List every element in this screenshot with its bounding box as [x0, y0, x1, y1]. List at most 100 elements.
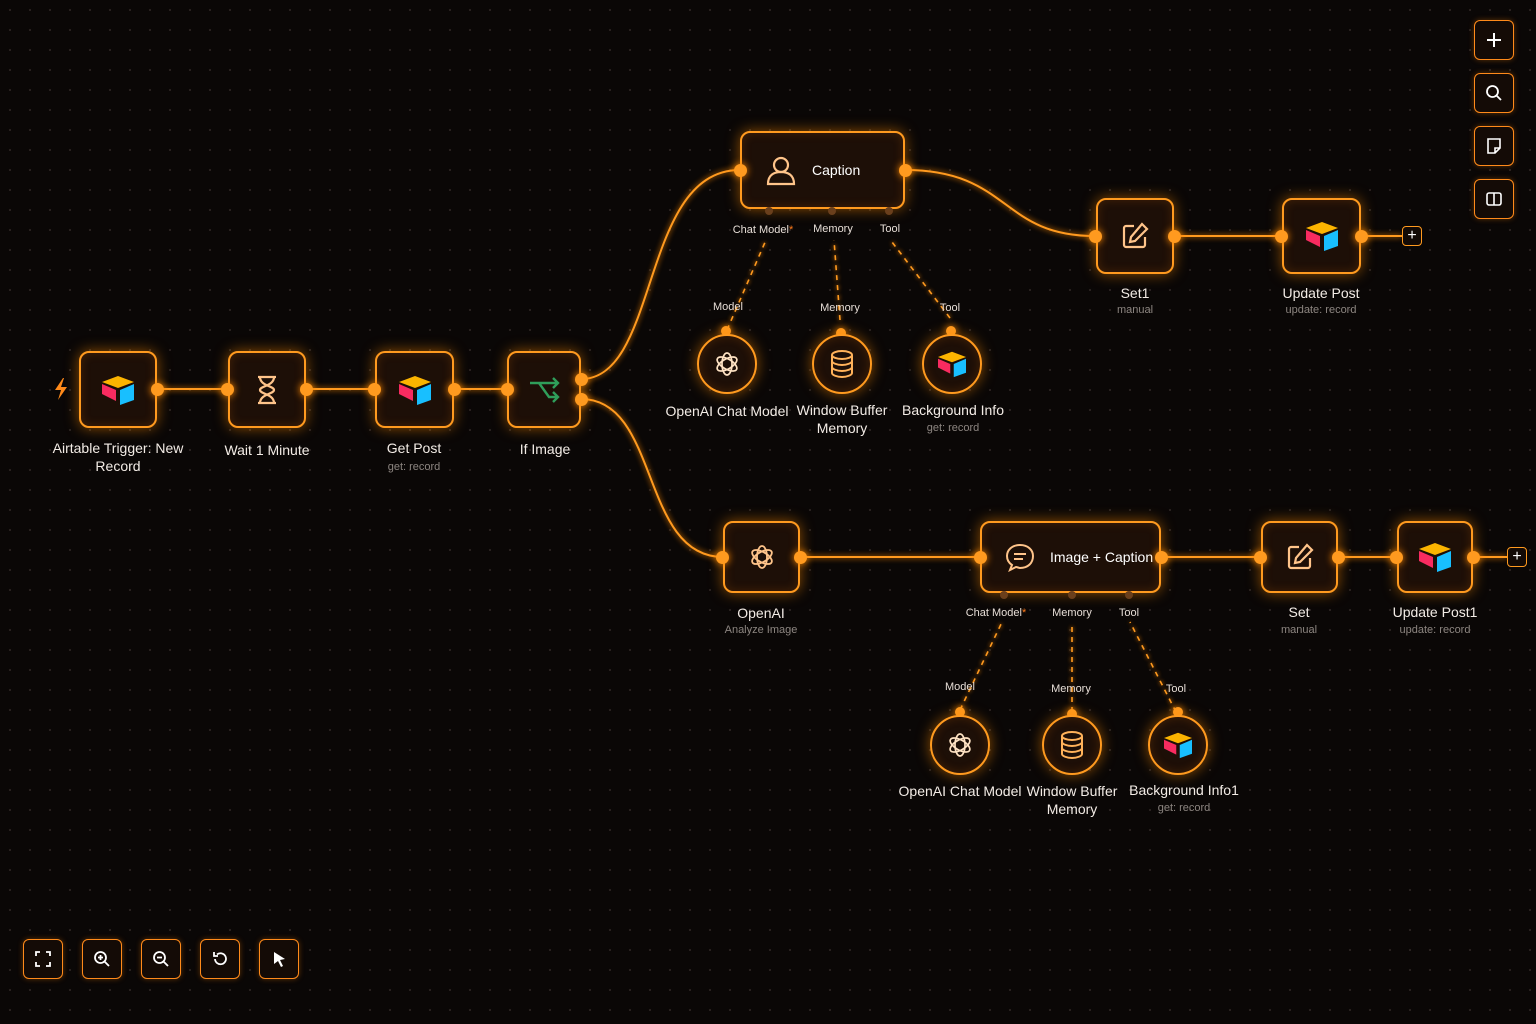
panel-toggle-button[interactable] [1474, 179, 1514, 219]
airtable-icon [938, 351, 966, 378]
get-post-node[interactable] [375, 351, 454, 428]
memory-handle[interactable] [828, 207, 836, 215]
port-label: Tool [939, 302, 961, 314]
sticky-note-button[interactable] [1474, 126, 1514, 166]
add-node-after-button[interactable]: + [1402, 226, 1422, 246]
update-post1-node[interactable] [1397, 521, 1473, 593]
node-sublabel: update: record [1285, 304, 1357, 316]
search-button[interactable] [1474, 73, 1514, 113]
chat-model-handle-label: Chat Model* [732, 224, 794, 236]
sub-port[interactable] [1067, 709, 1077, 719]
node-label: Set [1288, 604, 1310, 620]
zoom-in-button[interactable] [82, 939, 122, 979]
background-info-node[interactable] [922, 334, 982, 394]
node-sublabel: get: record [387, 461, 441, 473]
agent-icon [766, 156, 796, 186]
output-port[interactable] [448, 383, 461, 396]
airtable-icon [102, 375, 134, 405]
sub-port[interactable] [721, 326, 731, 336]
sub-port[interactable] [955, 707, 965, 717]
set1-node[interactable] [1096, 198, 1174, 274]
node-label: OpenAI Chat Model [665, 403, 789, 419]
node-label: Background Info [902, 402, 1004, 418]
airtable-trigger-node[interactable] [79, 351, 157, 428]
select-mode-button[interactable] [259, 939, 299, 979]
openai-chat-model-node[interactable] [930, 715, 990, 775]
if-image-node[interactable] [507, 351, 581, 428]
wait-node[interactable] [228, 351, 306, 428]
background-info1-node[interactable] [1148, 715, 1208, 775]
output-port[interactable] [794, 551, 807, 564]
input-port[interactable] [501, 383, 514, 396]
node-label: Wait 1 Minute [224, 442, 310, 458]
image-caption-agent-node[interactable]: Image + Caption [980, 521, 1161, 593]
chat-model-handle[interactable] [765, 207, 773, 215]
memory-handle-label: Memory [813, 223, 853, 235]
output-port[interactable] [300, 383, 313, 396]
node-label: Get Post [386, 440, 442, 456]
node-sublabel: Analyze Image [724, 624, 798, 636]
airtable-icon [1305, 222, 1338, 251]
window-buffer-memory-node[interactable] [1042, 715, 1102, 775]
node-label: Update Post1 [1392, 604, 1478, 620]
output-port[interactable] [899, 164, 912, 177]
add-node-after-button[interactable]: + [1507, 547, 1527, 567]
openai-analyze-image-node[interactable] [723, 521, 800, 593]
update-post-node[interactable] [1282, 198, 1361, 274]
openai-chat-model-node[interactable] [697, 334, 757, 394]
node-label: Background Info1 [1129, 782, 1239, 798]
memory-handle[interactable] [1068, 591, 1076, 599]
zoom-out-button[interactable] [141, 939, 181, 979]
node-sublabel: get: record [1157, 802, 1211, 814]
input-port[interactable] [974, 551, 987, 564]
node-sublabel: manual [1280, 624, 1318, 636]
node-label: OpenAI Chat Model [898, 783, 1022, 799]
output-port[interactable] [1155, 551, 1168, 564]
openai-icon [750, 545, 773, 569]
port-label: Model [945, 681, 975, 693]
output-port-false[interactable] [575, 393, 588, 406]
output-port[interactable] [1355, 230, 1368, 243]
fit-view-button[interactable] [23, 939, 63, 979]
node-label: Window Buffer Memory [1026, 783, 1118, 817]
input-port[interactable] [1275, 230, 1288, 243]
input-port[interactable] [1390, 551, 1403, 564]
tool-handle[interactable] [885, 207, 893, 215]
set-node[interactable] [1261, 521, 1338, 593]
sticky-note-icon [1487, 138, 1501, 154]
input-port[interactable] [221, 383, 234, 396]
output-port[interactable] [1332, 551, 1345, 564]
input-port[interactable] [1089, 230, 1102, 243]
node-label: Set1 [1120, 285, 1150, 301]
tool-handle-label: Tool [879, 223, 901, 235]
node-sublabel: manual [1116, 304, 1154, 316]
window-buffer-memory-node[interactable] [812, 334, 872, 394]
input-port[interactable] [716, 551, 729, 564]
airtable-icon [1419, 543, 1451, 572]
trigger-bolt-icon [55, 378, 67, 400]
chat-model-handle[interactable] [1000, 591, 1008, 599]
cursor-icon [274, 952, 285, 967]
output-port[interactable] [1168, 230, 1181, 243]
agent-title: Caption [812, 162, 861, 178]
add-node-button[interactable] [1474, 20, 1514, 60]
hourglass-icon [258, 375, 276, 404]
input-port[interactable] [368, 383, 381, 396]
plus-icon [1487, 33, 1501, 47]
input-port[interactable] [734, 164, 747, 177]
input-port[interactable] [1254, 551, 1267, 564]
caption-agent-node[interactable]: Caption [740, 131, 905, 209]
openai-icon [949, 733, 971, 757]
output-port[interactable] [1467, 551, 1480, 564]
zoom-out-icon [153, 951, 169, 967]
sub-port[interactable] [836, 328, 846, 338]
sub-port[interactable] [1173, 707, 1183, 717]
output-port-true[interactable] [575, 373, 588, 386]
node-label: If Image [519, 441, 571, 457]
reset-button[interactable] [200, 939, 240, 979]
sub-port[interactable] [946, 326, 956, 336]
node-label: OpenAI [737, 605, 785, 621]
output-port[interactable] [151, 383, 164, 396]
airtable-icon [1164, 732, 1192, 759]
tool-handle[interactable] [1125, 591, 1133, 599]
